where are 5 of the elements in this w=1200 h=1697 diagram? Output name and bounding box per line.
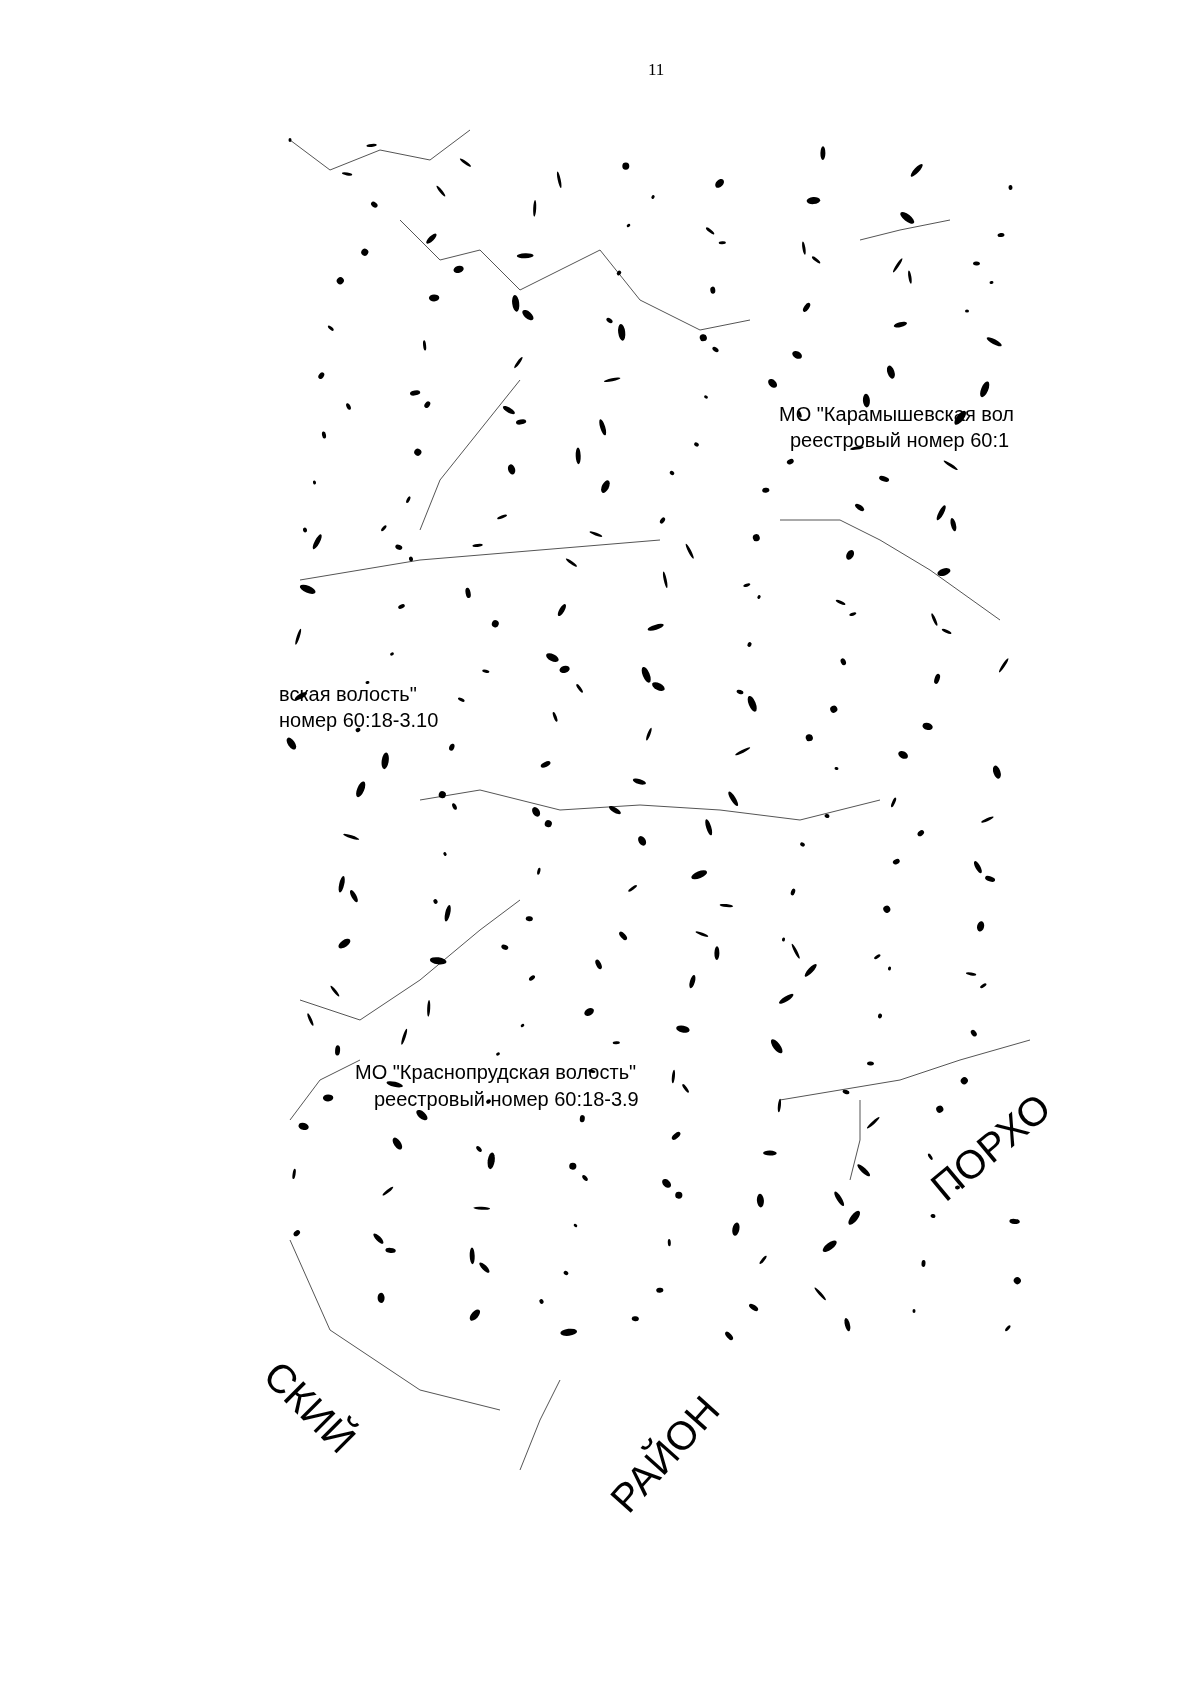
page-number: 11 — [648, 59, 665, 81]
district-label: МО "Краснопрудская волость" — [355, 1060, 637, 1084]
district-label: реестровый номер 60:18-3.9 — [374, 1087, 639, 1111]
district-label: реестровый номер 60:1 — [790, 428, 1010, 452]
district-label: номер 60:18-3.10 — [279, 708, 439, 732]
